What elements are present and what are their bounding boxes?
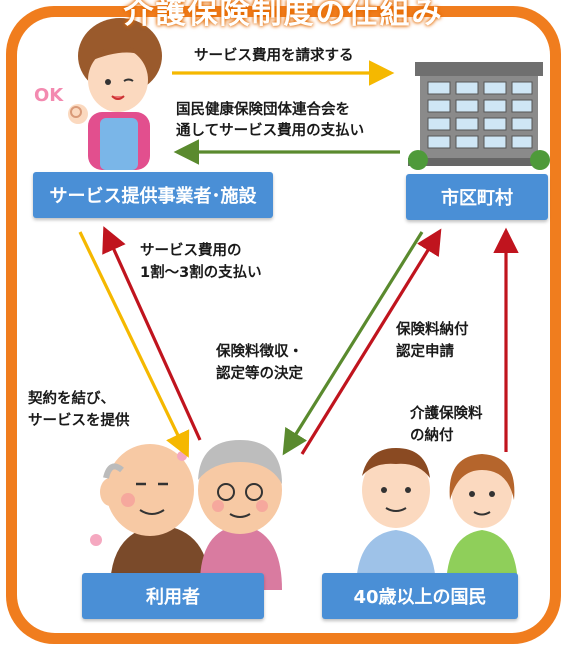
label-apply-1: 保険料納付 — [396, 322, 469, 338]
label-payment-via-2: 通してサービス費用の支払い — [176, 123, 365, 139]
user-box: 利用者 — [82, 573, 264, 619]
provider-box: サービス提供事業者･施設 — [33, 172, 273, 218]
label-decision-1: 保険料徴収・ — [216, 344, 303, 360]
arrow-apply — [300, 228, 442, 455]
provider-lady-illustration — [68, 18, 162, 170]
label-premium-2: の納付 — [410, 428, 454, 444]
label-apply-2: 認定申請 — [396, 344, 454, 360]
label-copay-2: 1割～3割の支払い — [140, 265, 262, 281]
ok-text: OK — [34, 85, 64, 106]
label-contract-2: サービスを提供 — [28, 413, 130, 429]
diagram-title: 介護保険制度の仕組み — [123, 0, 444, 31]
label-payment-via-1: 国民健康保険団体連合会を — [176, 102, 350, 118]
arrow-copay — [102, 226, 202, 441]
arrow-decision — [282, 231, 424, 456]
building-illustration — [408, 62, 550, 170]
label-premium-1: 介護保険料 — [410, 406, 483, 422]
arrows — [78, 60, 519, 458]
label-decision-2: 認定等の決定 — [216, 366, 303, 382]
citizens-box: 40歳以上の国民 — [322, 573, 518, 619]
label-copay-1: サービス費用の — [140, 243, 242, 259]
label-bill: サービス費用を請求する — [194, 48, 354, 64]
municipality-box: 市区町村 — [406, 174, 548, 220]
citizens-illustration — [356, 448, 518, 590]
label-contract-1: 契約を結び、 — [28, 391, 115, 407]
arrow-contract-service — [78, 231, 190, 458]
